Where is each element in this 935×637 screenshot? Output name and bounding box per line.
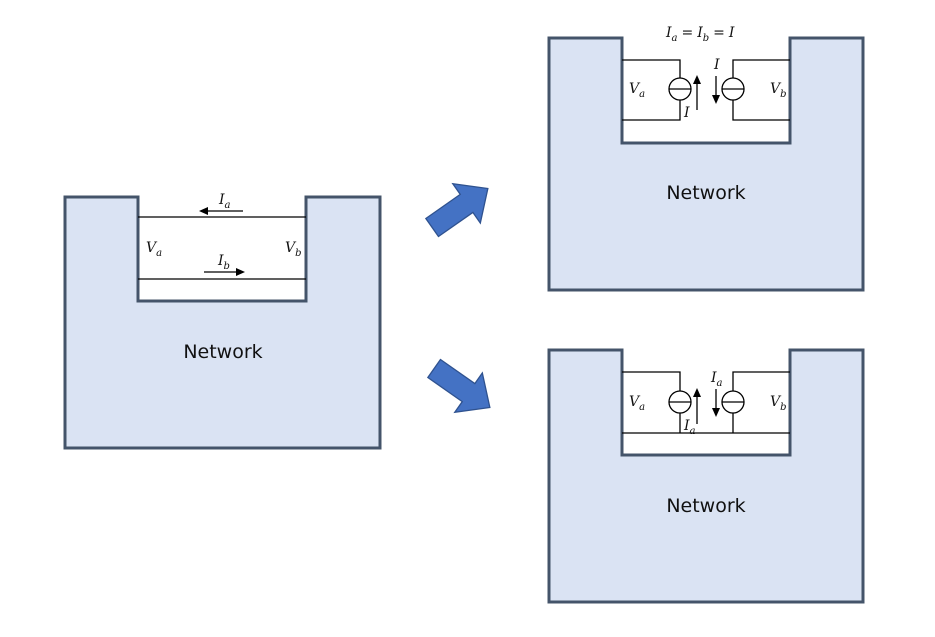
network-block-original [63,195,382,450]
original-network: Network Ia Ib Va Vb [63,192,382,450]
arrowhead-up-icon [693,75,701,84]
arrowhead-left-icon [199,207,208,215]
right-source-top-wire [732,59,790,78]
network-label-top: Network [666,182,745,204]
arrowhead-up-icon [693,388,701,397]
block-arrow-down-right [426,358,491,414]
arrowhead-down-icon [712,95,720,104]
current-label-left: I [683,105,690,121]
left-source-top-wire [622,371,681,391]
current-label-right: Ia [710,370,723,389]
current-label-ia: Ia [218,192,231,211]
right-source-top-wire [732,371,790,391]
equal-current-equation: Ia=Ib=I [665,25,735,44]
current-label-ib: Ib [217,253,230,272]
voltage-label-va-top: Va [629,81,645,100]
left-source-top-wire [622,59,681,78]
right-source-bottom-wire [732,100,790,121]
voltage-label-vb-top: Vb [770,81,787,100]
network-label-bottom: Network [666,495,745,517]
network-block-bottom [547,348,865,604]
voltage-label-va-bottom: Va [629,394,645,413]
bottom-variant-network: Network Ia Ia Va Vb [547,348,865,604]
current-label-left: Ia [683,418,696,437]
voltage-label-vb-bottom: Vb [770,394,787,413]
voltage-label-vb: Vb [285,240,302,259]
arrowhead-down-icon [712,408,720,417]
current-label-right: I [713,57,720,73]
network-block-top [547,36,865,292]
block-arrow-up-right [424,182,489,238]
arrowhead-right-icon [236,268,245,276]
voltage-label-va: Va [146,240,162,259]
left-source-bottom-wire [622,100,681,121]
network-label-original: Network [183,341,262,363]
top-variant-network: Network Ia=Ib=I I I Va Vb [547,25,865,292]
